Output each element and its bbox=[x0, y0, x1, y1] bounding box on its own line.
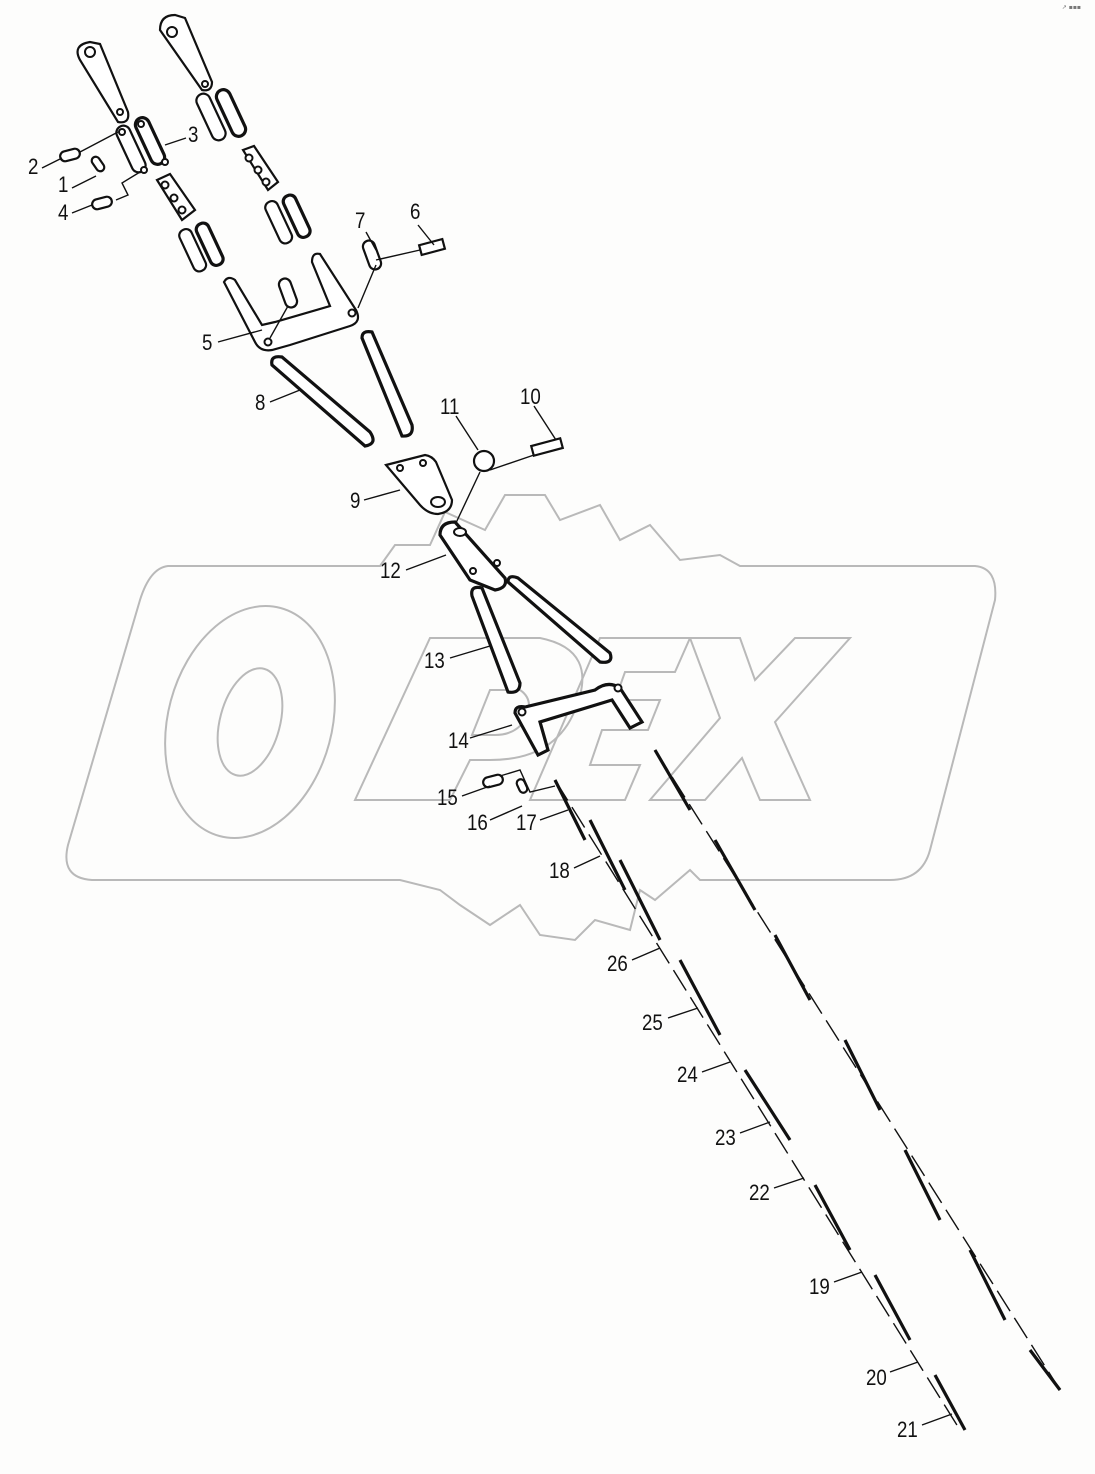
lower-chain-left bbox=[553, 779, 967, 1431]
callout-6: 6 bbox=[410, 199, 421, 224]
callout-24: 24 bbox=[677, 1062, 698, 1087]
callout-18: 18 bbox=[549, 858, 570, 883]
callout-26: 26 bbox=[607, 951, 628, 976]
corner-mark: ↗ ▪▪▪ bbox=[1061, 4, 1081, 11]
callout-5: 5 bbox=[202, 330, 213, 355]
callout-20: 20 bbox=[866, 1365, 887, 1390]
part-12-plate bbox=[438, 520, 508, 592]
upper-chain-assembly bbox=[59, 13, 312, 273]
part-14-yoke bbox=[482, 682, 645, 794]
callout-23: 23 bbox=[715, 1125, 736, 1150]
part-8-links bbox=[270, 330, 414, 448]
callout-16: 16 bbox=[467, 810, 488, 835]
callout-25: 25 bbox=[642, 1010, 663, 1035]
callout-4: 4 bbox=[58, 200, 69, 225]
gear-outline-icon bbox=[65, 494, 997, 942]
lower-chain-right bbox=[653, 749, 1062, 1391]
callout-3: 3 bbox=[188, 122, 199, 147]
callout-10: 10 bbox=[520, 384, 541, 409]
callout-15: 15 bbox=[437, 785, 458, 810]
callout-13: 13 bbox=[424, 648, 445, 673]
callout-12: 12 bbox=[380, 558, 401, 583]
callout-19: 19 bbox=[809, 1274, 830, 1299]
callout-8: 8 bbox=[255, 390, 266, 415]
callout-1: 1 bbox=[58, 172, 69, 197]
callout-11: 11 bbox=[440, 394, 460, 419]
callout-7: 7 bbox=[355, 208, 366, 233]
callout-22: 22 bbox=[749, 1180, 770, 1205]
parts-9-10-11 bbox=[384, 436, 565, 526]
part-13-links bbox=[470, 575, 613, 694]
leader-lines bbox=[41, 137, 953, 1426]
callout-9: 9 bbox=[350, 488, 361, 513]
callout-2: 2 bbox=[28, 154, 39, 179]
callout-21: 21 bbox=[897, 1417, 918, 1442]
part-5-yoke bbox=[222, 237, 447, 352]
callout-14: 14 bbox=[448, 728, 469, 753]
callout-17: 17 bbox=[516, 810, 537, 835]
